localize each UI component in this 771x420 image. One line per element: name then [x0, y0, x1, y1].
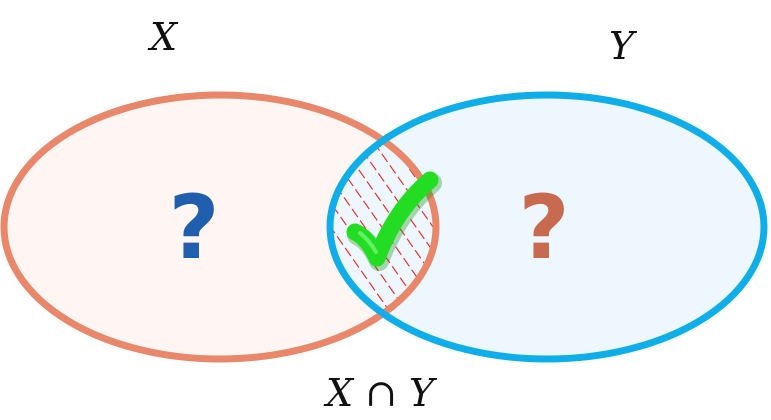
checkmark-icon: [346, 171, 442, 271]
set-x-outline: [0, 91, 440, 363]
set-y-label: Y: [609, 24, 635, 68]
set-y-region: [330, 95, 764, 359]
set-x-region: [4, 95, 436, 359]
set-x-question-mark: ?: [168, 176, 219, 279]
set-y-question-mark: ?: [518, 176, 569, 279]
intersection-label: X ∩ Y: [326, 371, 435, 415]
set-x-label: X: [150, 15, 178, 59]
set-y-outline: [326, 91, 768, 363]
